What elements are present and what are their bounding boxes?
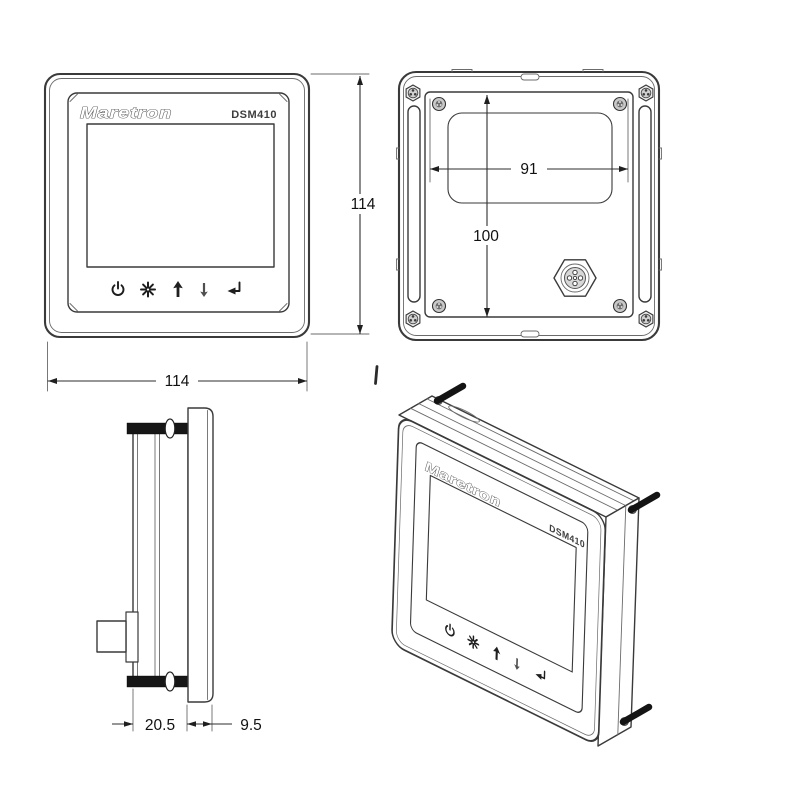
bottom-center-tab xyxy=(520,330,540,338)
panel-cutout xyxy=(447,112,613,204)
dim-back-height: 100 xyxy=(473,228,499,245)
front-dimensions: 114 114 xyxy=(47,73,382,392)
corner-screw-icon xyxy=(638,84,654,102)
extension-lines-91 xyxy=(429,98,629,183)
arrowhead xyxy=(357,76,363,85)
mounting-rod xyxy=(154,433,160,677)
top-face-slot xyxy=(448,405,480,423)
corner-screw-icon xyxy=(405,310,421,328)
arrowhead xyxy=(203,721,212,727)
arrowhead xyxy=(298,378,307,384)
panel-screw-icon xyxy=(612,298,628,314)
corner-screw-icon xyxy=(405,84,421,102)
dim-bezel-depth: 9.5 xyxy=(240,717,262,734)
dim-text-bg xyxy=(466,226,507,245)
extension-lines-width xyxy=(47,341,308,392)
right-slot xyxy=(638,105,652,303)
front-bezel-inner-line xyxy=(49,78,305,333)
brand-logo: Maretron xyxy=(80,105,172,122)
bottom-stud-knob xyxy=(164,671,176,692)
side-dimensions: 20.5 9.5 xyxy=(112,688,262,734)
dim-back-width: 91 xyxy=(520,161,537,178)
top-center-tab xyxy=(520,73,540,81)
back-view xyxy=(396,69,662,342)
tick-mark xyxy=(374,365,379,385)
top-face-lines xyxy=(410,398,635,511)
screen xyxy=(86,123,275,268)
arrowhead xyxy=(430,166,439,172)
panel-screw-icon xyxy=(431,96,447,112)
mounting-panel xyxy=(424,91,634,318)
mounting-studs xyxy=(433,382,661,726)
extension-lines-height xyxy=(310,73,370,335)
front-face-corner-marks xyxy=(69,93,288,312)
panel-screw-icon xyxy=(431,298,447,314)
front-view: Maretron DSM410 xyxy=(43,72,311,339)
nmea-connector xyxy=(553,259,597,297)
case-body xyxy=(132,424,189,684)
screen xyxy=(425,474,577,673)
right-face-line xyxy=(617,505,627,736)
front-bezel-side xyxy=(187,407,214,703)
dim-text-bg xyxy=(156,371,198,391)
dim-front-width: 114 xyxy=(165,373,190,390)
perspective-view: Maretron DSM410 xyxy=(391,382,661,747)
arrowhead xyxy=(357,325,363,334)
arrowhead xyxy=(124,721,133,727)
dim-text-bg xyxy=(344,194,382,214)
arrowhead xyxy=(187,721,196,727)
side-connector xyxy=(96,611,139,663)
model-label: DSM410 xyxy=(231,109,277,121)
left-slot xyxy=(407,105,421,303)
back-dimensions: 91 100 xyxy=(429,95,629,317)
arrowhead xyxy=(484,308,490,317)
dim-front-height: 114 xyxy=(351,196,376,213)
top-mount-bracket xyxy=(126,422,189,435)
bottom-mount-bracket xyxy=(126,675,189,688)
arrowhead xyxy=(619,166,628,172)
corner-screw-icon xyxy=(638,310,654,328)
stud xyxy=(619,703,653,726)
top-stud-knob xyxy=(164,418,176,439)
side-view xyxy=(96,407,214,703)
dim-text-bg xyxy=(511,159,547,178)
front-bezel-inner-line xyxy=(396,425,602,736)
edge-tabs xyxy=(396,69,662,271)
arrowhead xyxy=(48,378,57,384)
stud xyxy=(627,491,661,514)
dim-depth-behind: 20.5 xyxy=(145,717,175,734)
panel-screw-icon xyxy=(612,96,628,112)
stud xyxy=(433,382,467,405)
arrowhead xyxy=(484,95,490,104)
perspective-front-face: Maretron DSM410 xyxy=(391,418,607,742)
